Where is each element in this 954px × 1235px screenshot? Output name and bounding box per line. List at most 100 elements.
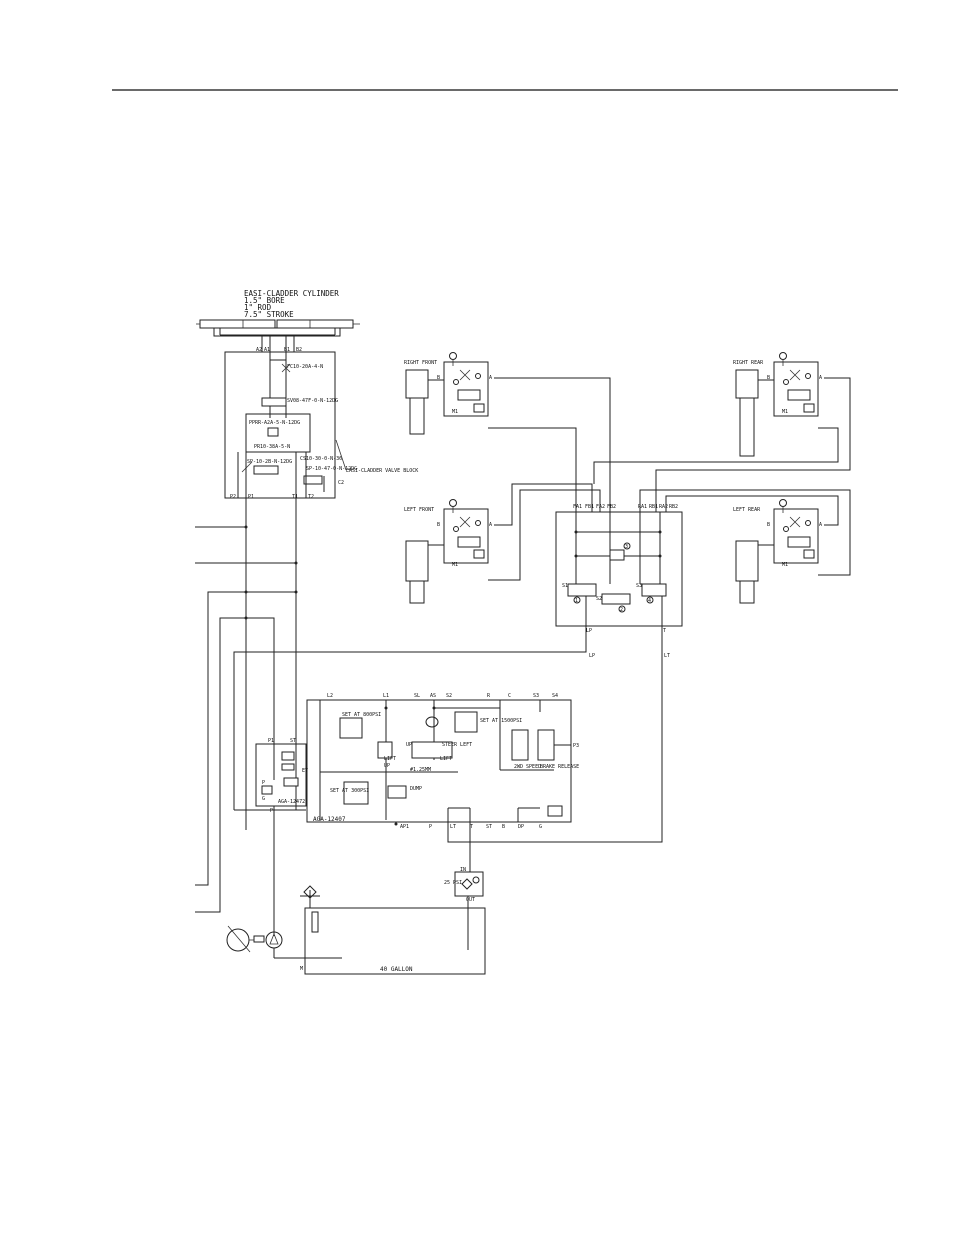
vb-part-pr10: PR10-38A-5-N <box>254 444 290 450</box>
outrigger-right-front: RIGHT FRONT M1 A B <box>404 352 492 435</box>
mm-part-number: AGA-12407 <box>313 816 346 823</box>
mm-up: UP <box>384 763 390 769</box>
lf-port-b: B <box>437 522 440 528</box>
outrigger-left-rear: LEFT REAR M1 A B <box>733 499 822 604</box>
lr-port-a: A <box>819 522 822 528</box>
easi-cladder-valve-block: FC10-20A-4-N SV08-47F-0-N-12DG PPRR-A2A-… <box>224 351 418 500</box>
mm-port-g: G <box>539 824 542 830</box>
or-port-fb2: FB2 <box>607 504 616 510</box>
or-circle-1: 1 <box>575 598 578 604</box>
vb-label: EASI-CLADDER VALVE BLOCK <box>346 468 418 474</box>
cyl-port-b2: B2 <box>296 347 302 353</box>
rr-label: RIGHT REAR <box>733 360 764 366</box>
tank-capacity: 40 GALLON <box>380 966 413 973</box>
or-port-fa2: FA2 <box>596 504 605 510</box>
mm-brake-release: BRAKE RELEASE <box>540 764 579 770</box>
mm-port-dp: DP <box>518 824 524 830</box>
sm-port-et: ET <box>302 768 308 774</box>
lr-port-b: B <box>767 522 770 528</box>
or-valve-s2: S2 <box>596 596 602 602</box>
mm-port-r: R <box>487 693 491 699</box>
rr-port-b: B <box>767 375 770 381</box>
cylinder-rod: 1" ROD <box>244 303 272 312</box>
mm-port-st: ST <box>486 824 492 830</box>
vb-part-sp10-47: SP-10-47-0-N-12DG <box>306 466 357 472</box>
mm-port-s4: S4 <box>552 693 558 699</box>
or-port-t: T <box>663 628 666 634</box>
rf-coil: M1 <box>452 409 458 415</box>
vb-part-cs10: CS10-30-0-N-36 <box>300 456 342 462</box>
mm-relief-1500: SET AT 1500PSI <box>480 718 522 724</box>
cyl-port-b1: B1 <box>284 347 290 353</box>
lf-label: LEFT FRONT <box>404 507 434 513</box>
cylinder-stroke: 7.5" STROKE <box>244 310 294 319</box>
vb-port-t2: T2 <box>308 494 314 500</box>
rf-port-a: A <box>489 375 492 381</box>
rf-label: RIGHT FRONT <box>404 360 437 366</box>
lf-coil: M1 <box>452 562 458 568</box>
or-port-lp: LP <box>586 628 592 634</box>
or-port-rb1: RB1 <box>649 504 658 510</box>
or-circle-4: 4 <box>648 598 651 604</box>
or-port-ra1: RA1 <box>638 504 647 510</box>
or-circle-2: 2 <box>620 607 623 613</box>
line-lp-label: LP <box>589 653 595 659</box>
sm-port-st: ST <box>290 738 296 744</box>
mm-lift: LIFT <box>384 756 396 762</box>
sm-label-p: P <box>262 780 265 786</box>
rr-port-a: A <box>819 375 822 381</box>
or-valve-s1: S1 <box>562 583 568 589</box>
rr-coil: M1 <box>782 409 788 415</box>
mm-port-sl: SL <box>414 693 420 699</box>
mm-port-s3: S3 <box>533 693 539 699</box>
return-filter: IN OUT 25 PSI <box>444 822 484 950</box>
mm-relief-300: SET AT 300PSI <box>330 788 369 794</box>
lr-coil: M1 <box>782 562 788 568</box>
main-manifold: L2 L1 SL AS S2 R C S3 S4 SET AT 800PSI S… <box>306 693 579 830</box>
sm-label-g: G <box>262 796 265 802</box>
vb-part-pprr: PPRR-A2A-5-N-12DG <box>249 420 300 426</box>
mm-orifice: #1.25MM <box>410 767 431 773</box>
vb-part-sp10: SP-10-2B-N-12DG <box>247 459 292 465</box>
vb-part-fc10: FC10-20A-4-N <box>287 364 323 370</box>
outrigger-control-block: FA1 FB1 FA2 FB2 RA1 RB1 RA2 RB2 3 S1 1 S… <box>555 504 683 634</box>
or-valve-s3: S3 <box>636 583 642 589</box>
mm-2wd-speed: 2WD SPEED <box>514 764 541 770</box>
mm-port-p3: P3 <box>573 743 579 749</box>
or-port-fa1: FA1 <box>573 504 582 510</box>
mm-port-s2: S2 <box>446 693 452 699</box>
mm-steer-left: UP <box>406 742 412 748</box>
vb-port-t1: T1 <box>292 494 298 500</box>
line-lt-label: LT <box>664 653 670 659</box>
mm-relief-800: SET AT 800PSI <box>342 712 381 718</box>
sm-bottom-label: P <box>270 808 273 814</box>
or-circle-3: 3 <box>625 544 628 550</box>
mm-port-p: P <box>429 824 432 830</box>
left-feed-lines <box>195 498 298 913</box>
cyl-port-a2: A2 <box>256 347 262 353</box>
mm-port-c: C <box>508 693 511 699</box>
mm-steer-right: STEER LEFT <box>442 742 472 748</box>
mm-lift-2: LIFT <box>440 756 452 762</box>
vb-part-sv08: SV08-47F-0-N-12DG <box>287 398 338 404</box>
easi-cladder-cylinder: EASI-CLADDER CYLINDER 1.5" BORE 1" ROD 7… <box>196 289 360 353</box>
vb-cap-c2: C2 <box>338 480 344 486</box>
rf-port-b: B <box>437 375 440 381</box>
return-lines: LP LT <box>233 626 670 843</box>
filter-in: IN <box>460 867 466 873</box>
mm-port-ap1: AP1 <box>400 824 409 830</box>
sub-manifold: P1 ST ET P G AGA-12472 P <box>234 738 308 936</box>
or-port-fb1: FB1 <box>585 504 594 510</box>
tank-mark: M <box>300 966 303 972</box>
or-port-rb2: RB2 <box>669 504 678 510</box>
outrigger-left-front: LEFT FRONT M1 A B <box>404 499 492 604</box>
outrigger-hoses <box>488 377 851 581</box>
mm-port-lt: LT <box>450 824 456 830</box>
vb-port-p2: P2 <box>230 494 236 500</box>
filter-out: OUT <box>466 897 475 903</box>
vb-port-p1: P1 <box>248 494 254 500</box>
mm-port-t: T <box>470 824 473 830</box>
mm-port-b: B <box>502 824 505 830</box>
mm-port-l2: L2 <box>327 693 333 699</box>
